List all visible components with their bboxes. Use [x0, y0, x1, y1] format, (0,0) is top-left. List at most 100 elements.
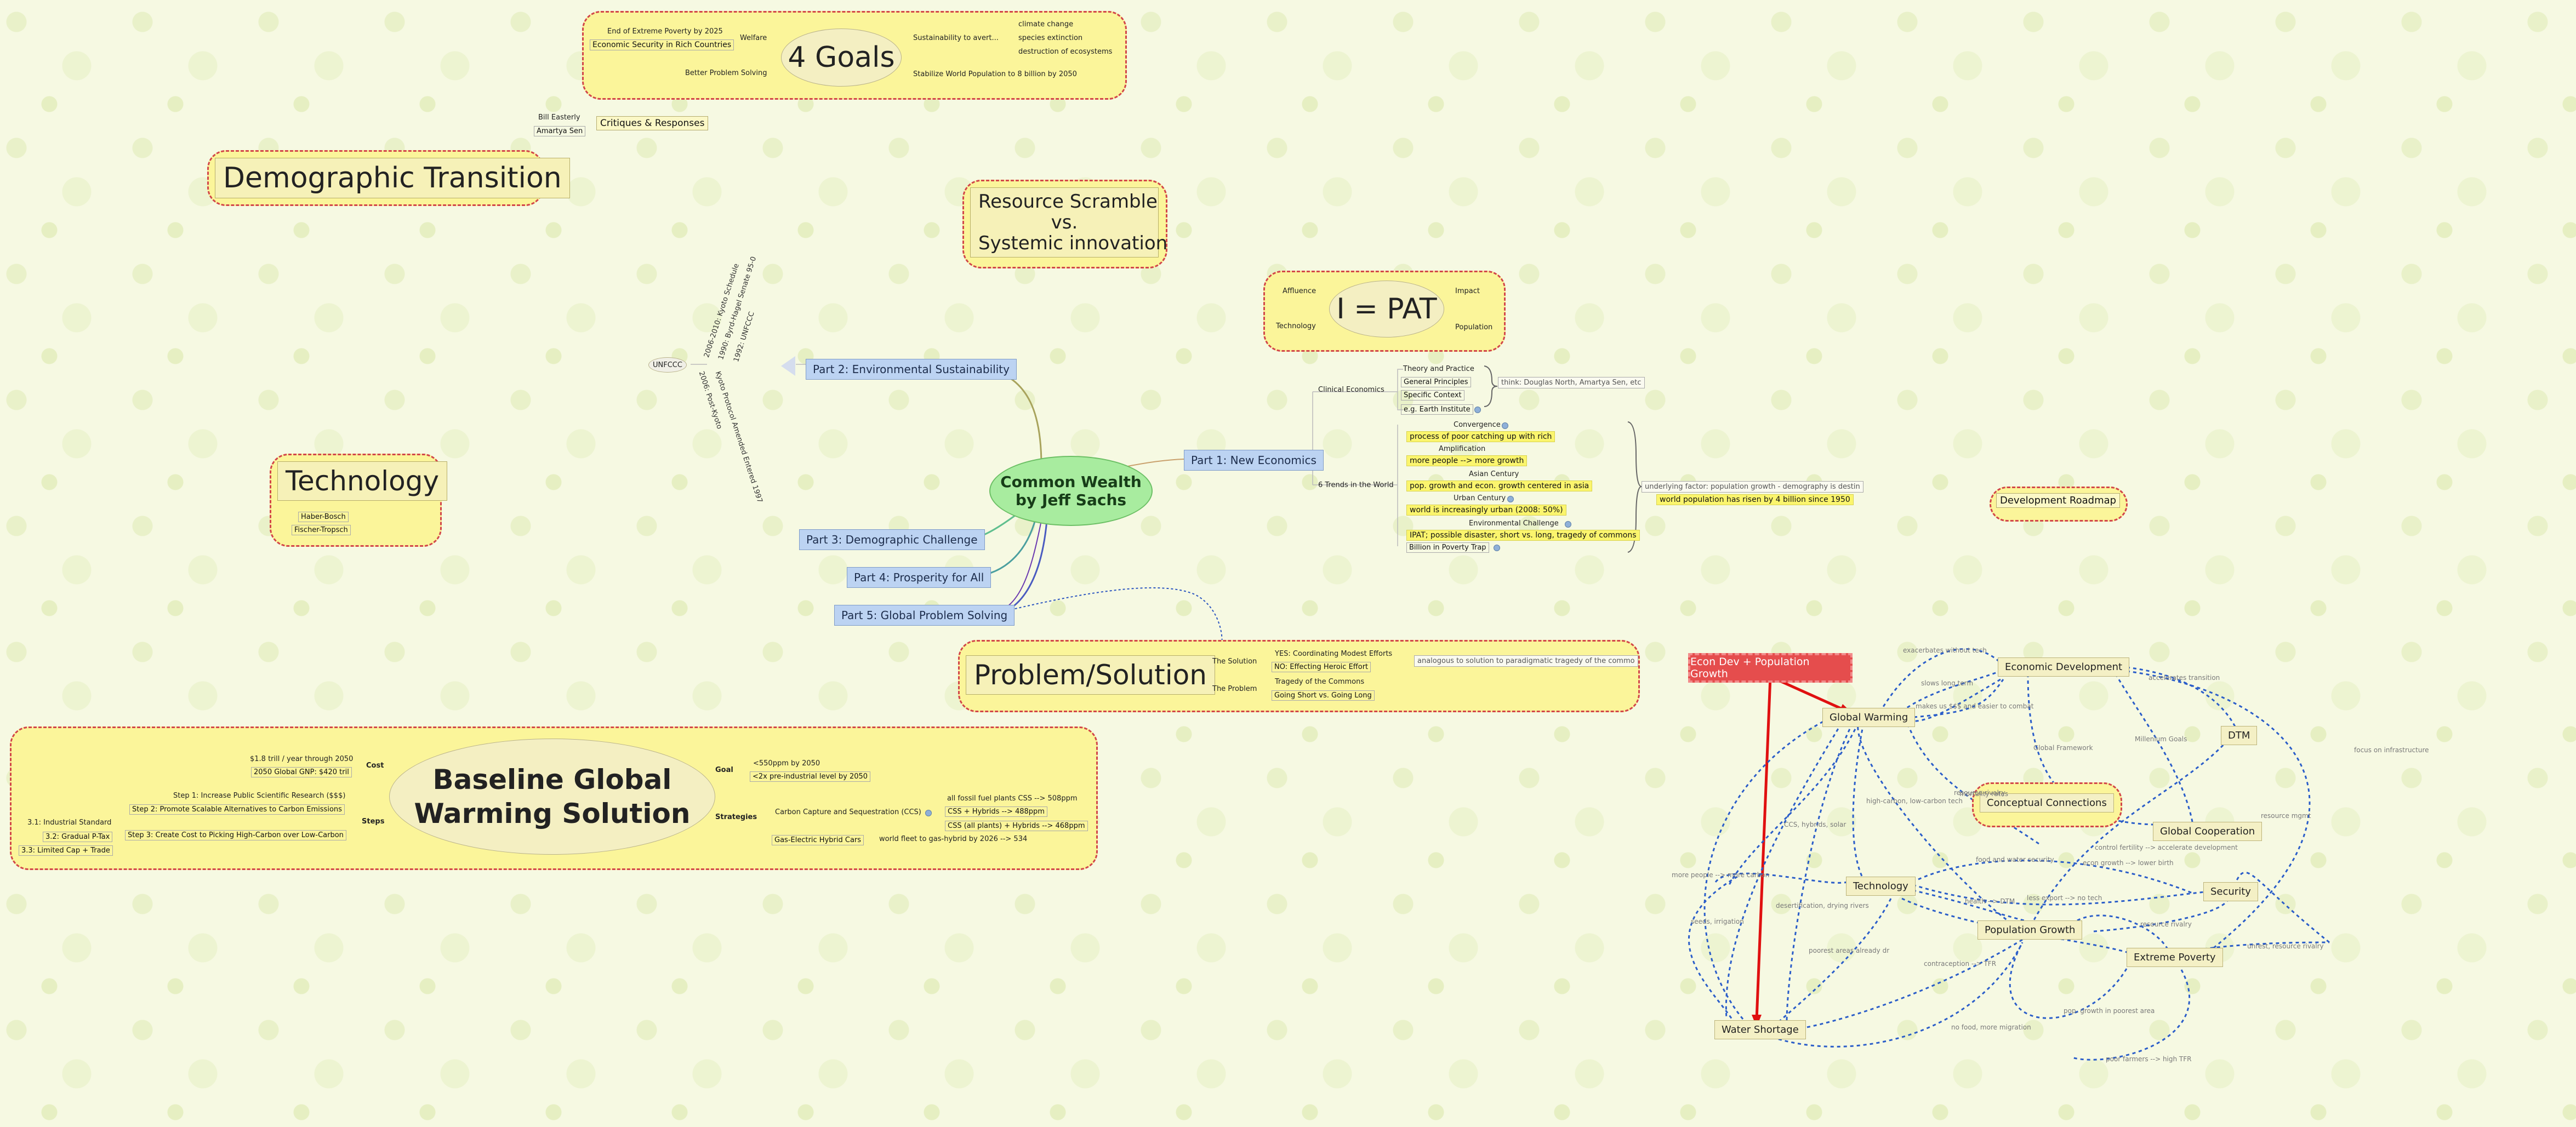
problem-tragedy[interactable]: Tragedy of the Commons [1275, 678, 1365, 686]
goal-econ-security[interactable]: Economic Security in Rich Countries [590, 39, 734, 50]
conceptual-connections-node[interactable]: Conceptual Connections [1980, 793, 2114, 813]
ne-general[interactable]: General Principles [1401, 377, 1471, 387]
baseline-cost1[interactable]: $1.8 trill / year through 2050 [250, 755, 354, 763]
ne-earth[interactable]: e.g. Earth Institute [1401, 404, 1473, 415]
note-icon-4[interactable] [1494, 545, 1500, 551]
goal-sustainability[interactable]: Sustainability to avert... [913, 34, 999, 42]
ne-specific[interactable]: Specific Context [1401, 390, 1464, 401]
baseline-step3[interactable]: Step 3: Create Cost to Picking High-Carb… [125, 830, 346, 840]
tech-fischer[interactable]: Fischer-Tropsch [292, 525, 351, 535]
ne-think[interactable]: think: Douglas North, Amartya Sen, etc [1498, 377, 1645, 388]
note-icon-3[interactable] [1565, 521, 1571, 528]
ipat-impact[interactable]: Impact [1455, 287, 1480, 295]
underlying-factor[interactable]: underlying factor: population growth - d… [1642, 481, 1863, 493]
world-population-note[interactable]: world population has risen by 4 billion … [1656, 494, 1854, 505]
critique-sen[interactable]: Amartya Sen [534, 126, 586, 136]
trend-convergence[interactable]: Convergence [1454, 421, 1501, 429]
part3-topic[interactable]: Part 3: Demographic Challenge [799, 529, 985, 550]
technology-node[interactable]: Technology [1846, 877, 1916, 896]
baseline-step1[interactable]: Step 1: Increase Public Scientific Resea… [173, 792, 346, 800]
ipat-population[interactable]: Population [1455, 323, 1493, 331]
problem-title[interactable]: Problem/Solution [966, 655, 1215, 695]
central-topic[interactable]: Common Wealth by Jeff Sachs [989, 456, 1153, 526]
the-problem[interactable]: The Problem [1212, 685, 1257, 693]
goal-species[interactable]: species extinction [1018, 34, 1083, 42]
baseline-s32[interactable]: 3.2: Gradual P-Tax [43, 832, 113, 842]
six-trends[interactable]: 6 Trends in the World [1318, 481, 1394, 489]
goal-ecosystems[interactable]: destruction of ecosystems [1018, 48, 1113, 56]
global-cooperation-node[interactable]: Global Cooperation [2153, 822, 2262, 841]
part2-topic[interactable]: Part 2: Environmental Sustainability [806, 359, 1017, 380]
resource-title[interactable]: Resource Scramble vs. Systemic innovatio… [970, 187, 1167, 258]
part1-topic[interactable]: Part 1: New Economics [1184, 450, 1324, 471]
baseline-ccs[interactable]: Carbon Capture and Sequestration (CCS) [775, 808, 921, 816]
water-shortage-node[interactable]: Water Shortage [1714, 1020, 1806, 1039]
econ-pop-node[interactable]: Econ Dev + Population Growth [1688, 653, 1853, 683]
baseline-steps[interactable]: Steps [362, 817, 385, 826]
goal-end-poverty[interactable]: End of Extreme Poverty by 2025 [607, 27, 723, 36]
baseline-ellipse[interactable]: Baseline Global Warming Solution [389, 739, 715, 855]
baseline-s31[interactable]: 3.1: Industrial Standard [27, 819, 112, 827]
demographic-title[interactable]: Demographic Transition [215, 158, 570, 198]
tech-haber[interactable]: Haber-Bosch [298, 512, 349, 522]
technology-title[interactable]: Technology [277, 461, 448, 501]
trend-asian-note[interactable]: pop. growth and econ. growth centered in… [1406, 480, 1593, 491]
unfccc-node[interactable]: UNFCCC [648, 357, 687, 373]
development-roadmap[interactable]: Development Roadmap [1996, 493, 2121, 508]
goal-climate[interactable]: climate change [1018, 20, 1074, 28]
ipat-affluence[interactable]: Affluence [1283, 287, 1317, 295]
baseline-ccs1[interactable]: all fossil fuel plants CSS --> 508ppm [947, 794, 1078, 803]
baseline-gas1[interactable]: world fleet to gas-hybrid by 2026 --> 53… [879, 835, 1028, 843]
baseline-strategies[interactable]: Strategies [715, 813, 757, 821]
trend-urban[interactable]: Urban Century [1454, 494, 1506, 502]
baseline-gas[interactable]: Gas-Electric Hybrid Cars [772, 835, 864, 845]
goal-welfare[interactable]: Welfare [740, 34, 767, 42]
baseline-cost[interactable]: Cost [366, 762, 384, 770]
ne-theory[interactable]: Theory and Practice [1403, 365, 1474, 373]
solution-yes[interactable]: YES: Coordinating Modest Efforts [1275, 650, 1393, 658]
trend-env-note[interactable]: IPAT; possible disaster, short vs. long,… [1406, 530, 1640, 541]
solution-no[interactable]: NO: Effecting Heroic Effort [1272, 662, 1371, 672]
part4-topic[interactable]: Part 4: Prosperity for All [847, 567, 991, 588]
note-icon-5[interactable] [925, 810, 932, 816]
edge-label: less export --> no tech [2027, 894, 2102, 902]
population-growth-node[interactable]: Population Growth [1977, 920, 2083, 940]
baseline-goal2[interactable]: <2x pre-industrial level by 2050 [750, 771, 871, 782]
collapse-triangle-icon[interactable] [781, 356, 795, 376]
baseline-ccs2[interactable]: CSS + Hybrids --> 488ppm [945, 806, 1047, 817]
ipat-ellipse[interactable]: I = PAT [1329, 281, 1444, 337]
the-solution[interactable]: The Solution [1212, 657, 1257, 666]
baseline-goal[interactable]: Goal [715, 766, 733, 774]
ipat-technology[interactable]: Technology [1276, 322, 1316, 330]
dtm-node[interactable]: DTM [2221, 726, 2258, 745]
baseline-cost2[interactable]: 2050 Global GNP: $420 tril [251, 767, 352, 777]
global-warming-node[interactable]: Global Warming [1822, 708, 1916, 727]
problem-short-long[interactable]: Going Short vs. Going Long [1272, 690, 1375, 701]
link-icon[interactable] [1474, 407, 1481, 413]
trend-amplification[interactable]: Amplification [1439, 445, 1486, 453]
goals-ellipse[interactable]: 4 Goals [781, 28, 902, 87]
note-icon-2[interactable] [1507, 496, 1514, 502]
critique-easterly[interactable]: Bill Easterly [538, 113, 580, 122]
trend-billion[interactable]: Billion in Poverty Trap [1406, 542, 1489, 553]
trend-asian[interactable]: Asian Century [1469, 470, 1519, 478]
baseline-ccs3[interactable]: CSS (all plants) + Hybrids --> 468ppm [945, 821, 1088, 831]
baseline-s33[interactable]: 3.3: Limited Cap + Trade [19, 845, 113, 856]
critiques-node[interactable]: Critiques & Responses [596, 116, 709, 130]
note-icon[interactable] [1502, 422, 1508, 429]
baseline-step2[interactable]: Step 2: Promote Scalable Alternatives to… [129, 804, 345, 815]
part5-topic[interactable]: Part 5: Global Problem Solving [834, 605, 1015, 626]
trend-urban-note[interactable]: world is increasingly urban (2008: 50%) [1406, 505, 1566, 516]
security-node[interactable]: Security [2203, 882, 2258, 901]
extreme-poverty-node[interactable]: Extreme Poverty [2127, 948, 2223, 967]
goal-stabilize[interactable]: Stabilize World Population to 8 billion … [913, 70, 1077, 78]
baseline-goal1[interactable]: <550ppm by 2050 [753, 759, 820, 768]
clinical-economics[interactable]: Clinical Economics [1318, 386, 1384, 394]
solution-analogous[interactable]: analogous to solution to paradigmatic tr… [1414, 655, 1638, 667]
trend-amplification-note[interactable]: more people --> more growth [1406, 455, 1528, 466]
trend-convergence-note[interactable]: process of poor catching up with rich [1406, 431, 1555, 442]
goal-better-problem[interactable]: Better Problem Solving [685, 69, 767, 77]
economic-development-node[interactable]: Economic Development [1998, 657, 2130, 677]
trend-env[interactable]: Environmental Challenge [1469, 519, 1559, 528]
